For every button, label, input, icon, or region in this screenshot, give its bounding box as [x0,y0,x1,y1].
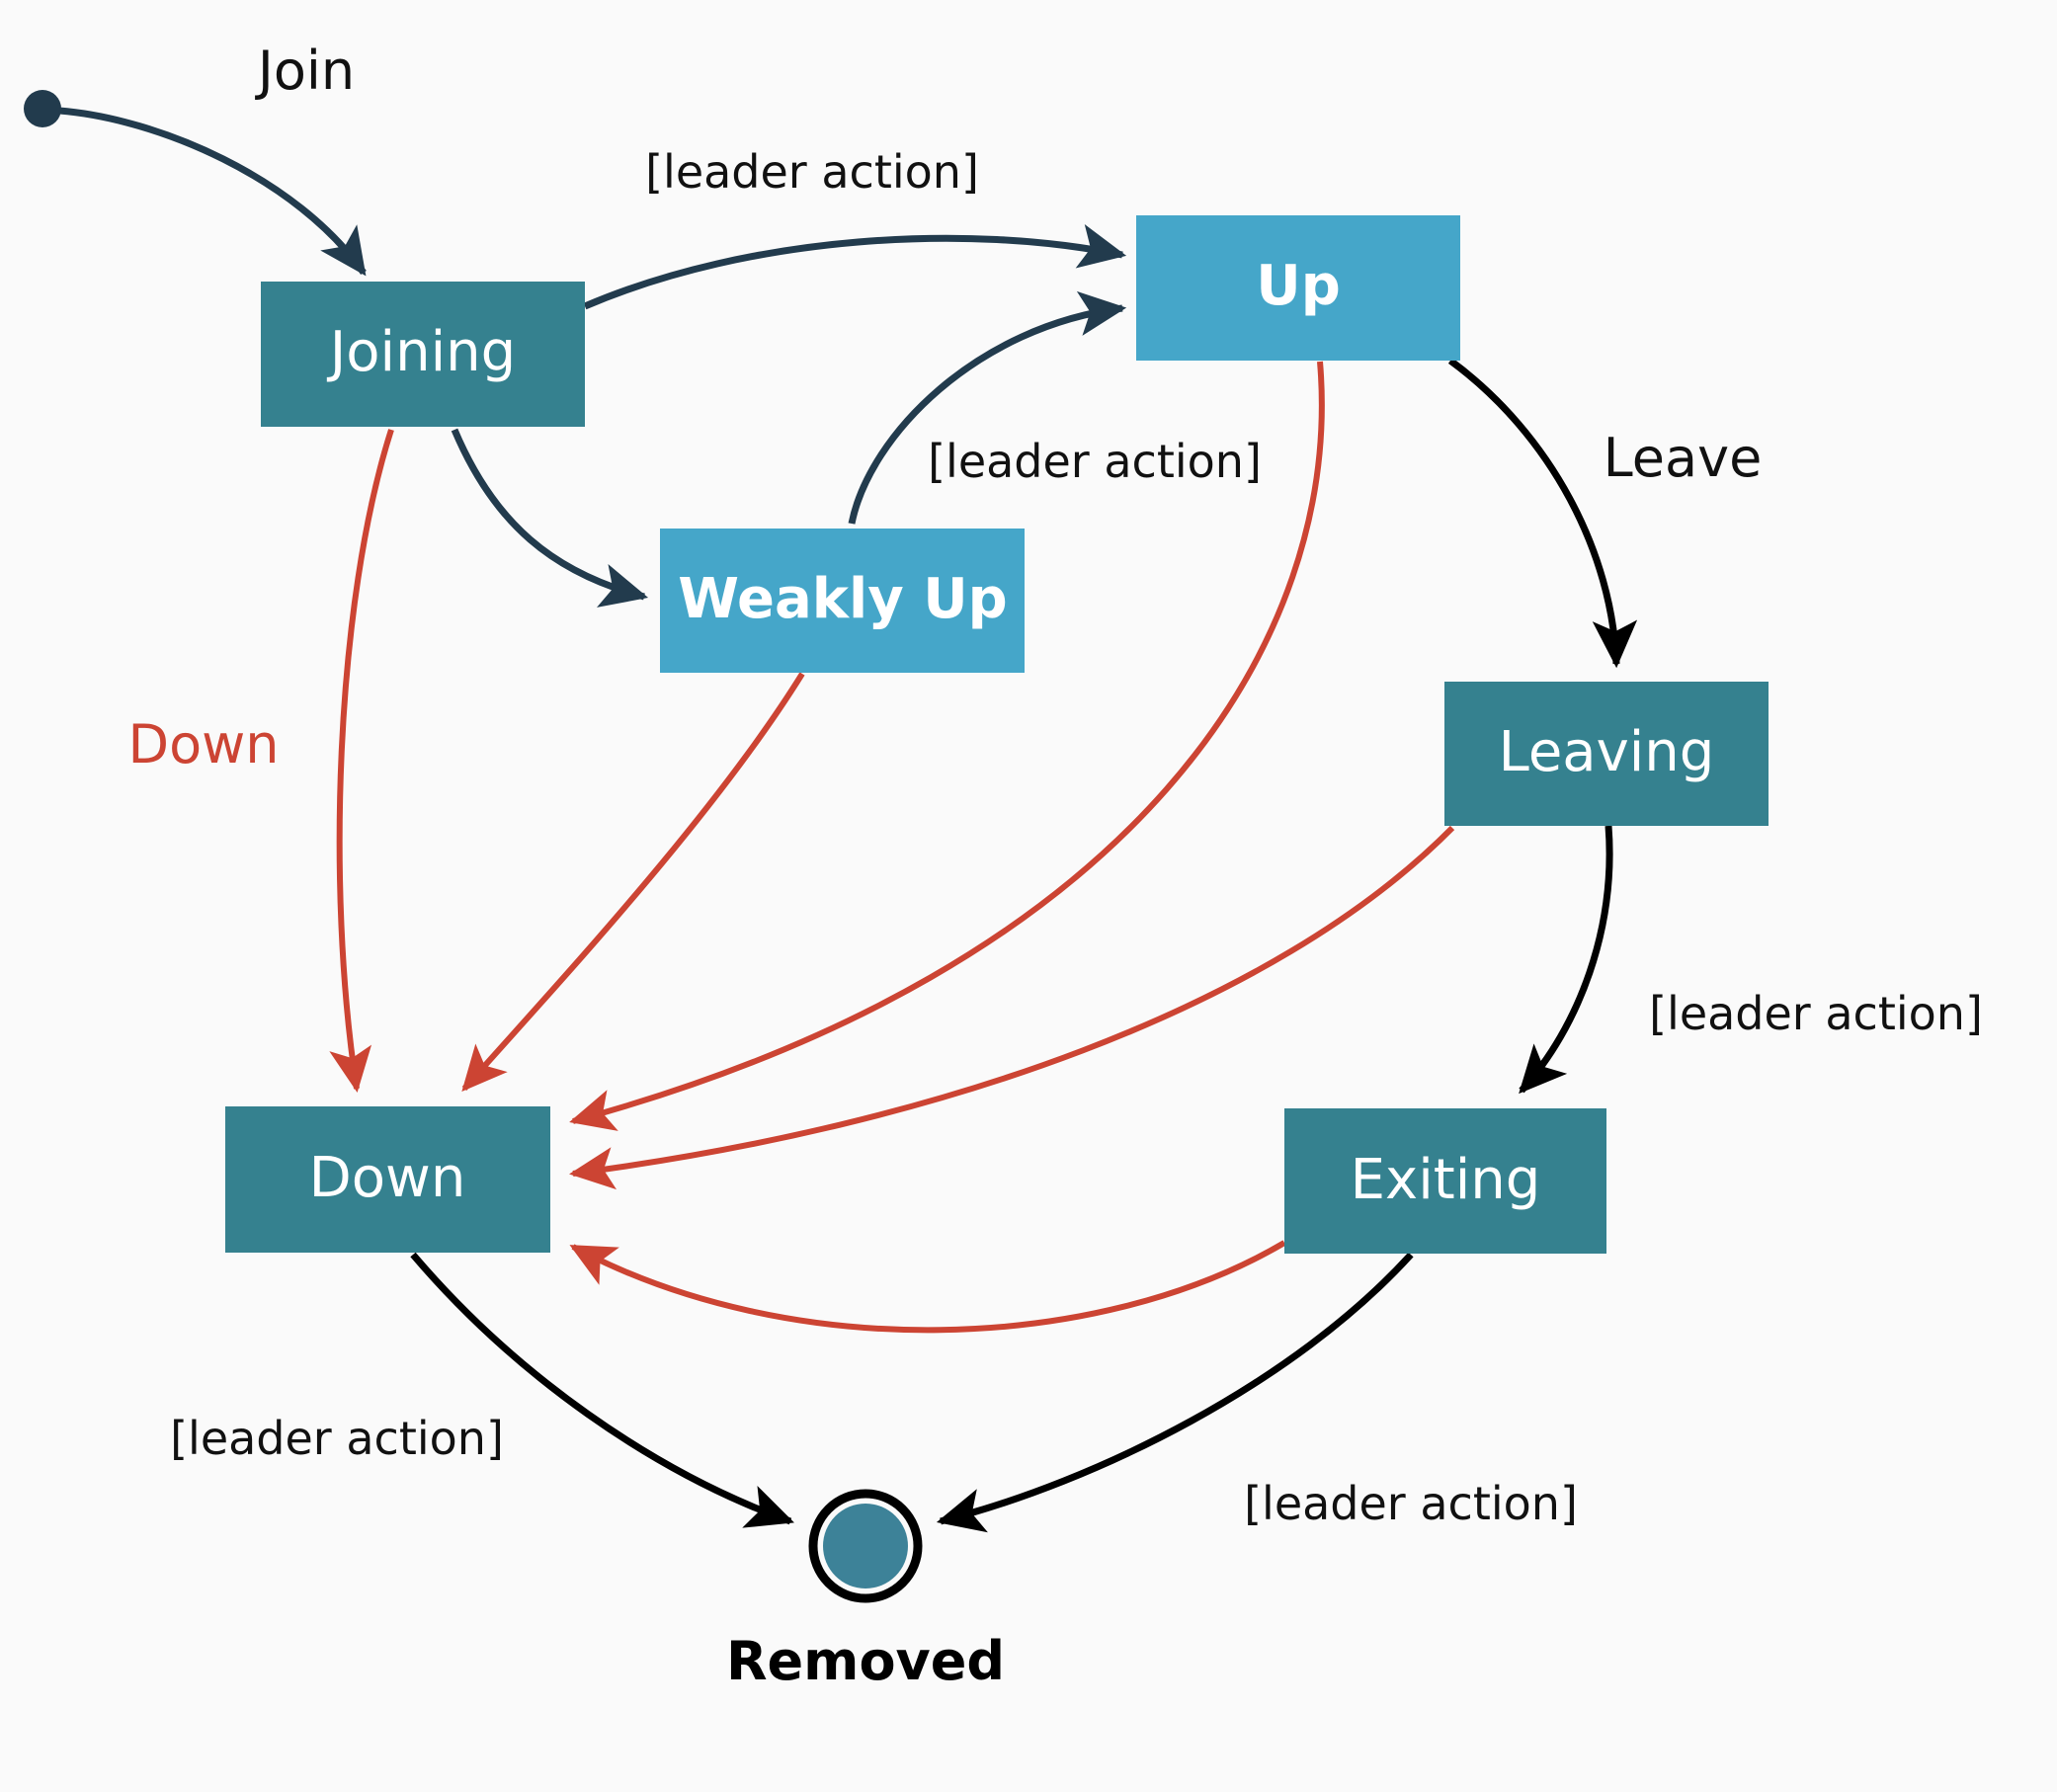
state-label-down: Down [309,1146,466,1210]
state-rect-down[interactable] [225,1106,550,1253]
terminal-label-removed: Removed [726,1630,1005,1692]
terminal-outer-ring [808,1489,923,1603]
state-label-up: Up [1256,254,1341,318]
edge-exiting-to-removed [936,1252,1414,1533]
edge-label-weakly-up-up: [leader action] [928,435,1262,488]
edge-down-to-removed [410,1252,794,1528]
edge-label-leaving-exiting: [leader action] [1649,987,1983,1040]
state-label-weakly-up: Weakly Up [678,567,1008,631]
state-node-joining[interactable]: Joining [261,282,585,427]
edge-leaving-to-exiting [1519,825,1613,1095]
terminal-inner-disc[interactable] [823,1504,908,1588]
transition-start-joining [24,90,367,277]
edge-label-exiting-removed: [leader action] [1244,1477,1578,1530]
edge-leaving-to-down [569,825,1455,1190]
edge-label-leave: Leave [1604,427,1763,489]
state-rect-up[interactable] [1136,215,1460,361]
edge-joining-to-weakly-up [451,428,649,608]
state-rect-joining[interactable] [261,282,585,427]
state-rect-exiting[interactable] [1284,1108,1606,1254]
edge-label-down-removed: [leader action] [170,1412,504,1465]
state-node-exiting[interactable]: Exiting [1284,1108,1606,1254]
initial-state-dot [24,90,61,127]
edge-start-to-joining [58,107,367,277]
edge-up-to-down [569,361,1325,1131]
state-node-up[interactable]: Up [1136,215,1460,361]
state-node-down[interactable]: Down [225,1106,550,1253]
state-rect-leaving[interactable] [1444,682,1769,826]
edge-exiting-to-down [569,1240,1286,1334]
edge-weakly-up-to-down [461,672,805,1092]
edge-weakly-up-to-up [848,290,1127,525]
state-node-weakly-up[interactable]: Weakly Up [660,529,1025,673]
state-label-joining: Joining [327,320,516,384]
state-node-leaving[interactable]: Leaving [1444,682,1769,826]
edge-joining-to-up [583,224,1127,310]
edge-label-down-transition: Down [127,713,279,775]
edge-label-join: Join [255,40,355,102]
state-rect-weakly-up[interactable] [660,529,1025,673]
state-label-leaving: Leaving [1499,720,1715,784]
state-node-removed[interactable]: Removed [726,1489,1005,1692]
state-label-exiting: Exiting [1351,1148,1541,1212]
edge-joining-to-down [329,429,394,1093]
edge-up-to-leaving [1447,358,1638,669]
edge-label-joining-up: [leader action] [645,145,979,199]
